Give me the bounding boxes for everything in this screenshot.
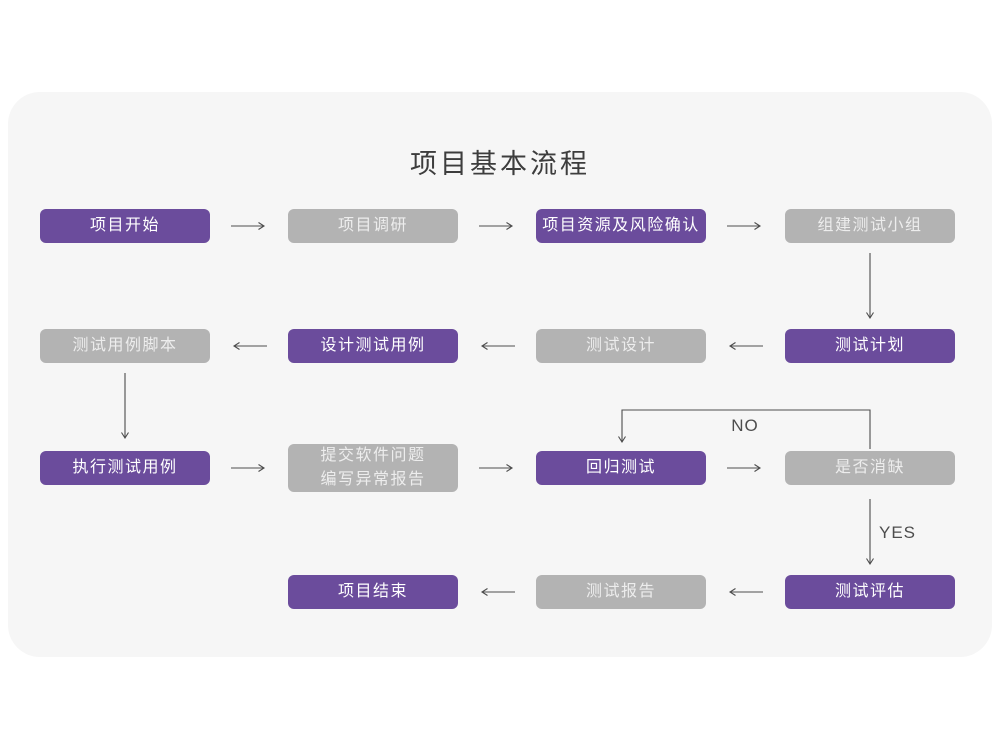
flow-node-test-design: 测试设计 [536, 329, 706, 363]
flow-node-build-team: 组建测试小组 [785, 209, 955, 243]
edge-label-yes: YES [879, 523, 917, 542]
flow-node-project-start: 项目开始 [40, 209, 210, 243]
flow-node-project-research: 项目调研 [288, 209, 458, 243]
diagram-title: 项目基本流程 [410, 149, 590, 179]
flow-node-test-plan: 测试计划 [785, 329, 955, 363]
flow-node-submit-issues: 提交软件问题 编写异常报告 [288, 444, 458, 492]
flowchart-card [8, 92, 992, 657]
edge-label-no: NO [731, 416, 759, 435]
flow-node-project-end: 项目结束 [288, 575, 458, 609]
flow-node-test-report: 测试报告 [536, 575, 706, 609]
flow-node-case-script: 测试用例脚本 [40, 329, 210, 363]
flow-node-design-cases: 设计测试用例 [288, 329, 458, 363]
flow-node-test-evaluate: 测试评估 [785, 575, 955, 609]
flow-node-regression-test: 回归测试 [536, 451, 706, 485]
flow-node-execute-cases: 执行测试用例 [40, 451, 210, 485]
flow-node-resource-risk: 项目资源及风险确认 [536, 209, 706, 243]
flow-node-defect-cleared: 是否消缺 [785, 451, 955, 485]
